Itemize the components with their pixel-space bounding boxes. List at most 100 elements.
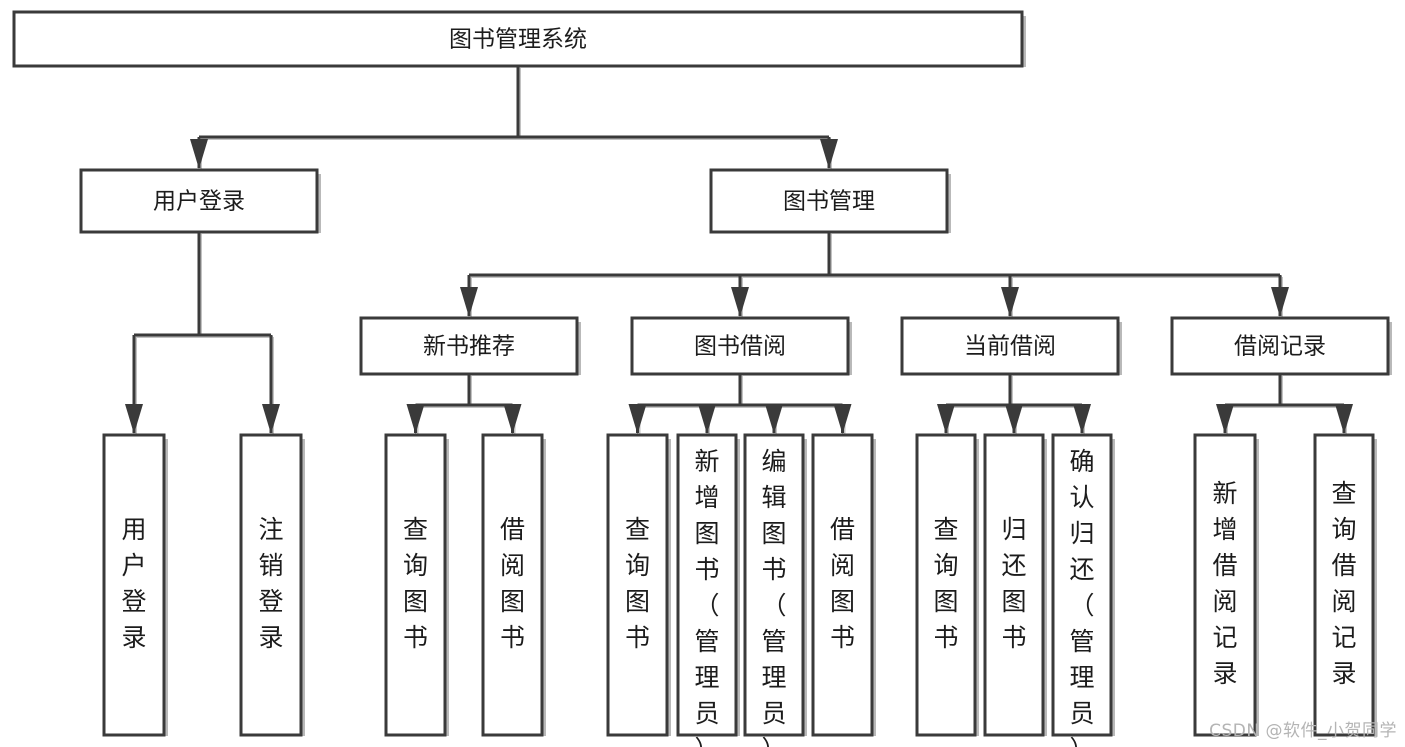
node-leaf-query-record-char: 阅 [1331,587,1356,616]
node-leaf-edit-book-char: 图 [761,519,786,548]
node-leaf-confirm-return-char: ） [1069,735,1094,747]
node-leaf-user-login-char: 用 [121,515,146,544]
node-leaf-query-record-char: 询 [1331,515,1356,544]
node-user-login-label: 用户登录 [153,189,245,215]
node-leaf-borrow-book-1-char: 书 [500,623,525,652]
node-current-borrow[interactable]: 当前借阅 [900,316,1120,376]
node-leaf-add-record-char: 阅 [1212,587,1237,616]
node-leaf-query-book-3-char: 书 [933,623,958,652]
node-leaf-add-book-char: ） [694,735,719,747]
node-book-manage-label: 图书管理 [783,189,875,215]
node-leaf-add-book-char: 员 [694,699,719,728]
node-leaf-add-book-char: 管 [694,627,719,656]
node-leaf-confirm-return-char: 理 [1069,663,1094,692]
node-leaf-add-book-char: 增 [694,483,719,512]
node-leaf-edit-book-char: ） [761,735,786,747]
node-leaf-query-book-2-char: 查 [625,515,650,544]
node-leaf-query-book-1-char: 书 [403,623,428,652]
node-leaf-edit-book-char: （ [761,591,786,620]
node-leaf-borrow-book-2-char: 阅 [830,551,855,580]
node-new-book-rec[interactable]: 新书推荐 [359,316,579,376]
node-leaf-add-record-char: 录 [1212,659,1237,688]
node-leaf-query-book-1-char: 询 [403,551,428,580]
edges-layer [18,16,1392,736]
node-leaf-confirm-return-char: 员 [1069,699,1094,728]
node-leaf-confirm-return-char: 归 [1069,519,1094,548]
node-leaf-edit-book-char: 员 [761,699,786,728]
node-leaf-query-book-1-char: 图 [403,587,428,616]
node-leaf-user-login-char: 户 [121,551,146,580]
node-book-borrow-label: 图书借阅 [694,334,786,360]
node-leaf-confirm-return-char: 还 [1069,555,1094,584]
node-leaf-return-book-char: 归 [1001,515,1026,544]
node-leaf-query-book-1-char: 查 [403,515,428,544]
node-leaf-query-book-2-char: 询 [625,551,650,580]
node-leaf-confirm-return-char: 确 [1069,447,1094,476]
node-leaf-add-book-char: 书 [694,555,719,584]
node-leaf-confirm-return-char: （ [1069,591,1094,620]
node-leaf-return-book-char: 还 [1001,551,1026,580]
nodes-layer: 图书管理系统用户登录图书管理新书推荐图书借阅当前借阅借阅记录用户登录注销登录查询… [12,10,1390,747]
node-leaf-borrow-book-2-char: 图 [830,587,855,616]
node-leaf-edit-book-char: 理 [761,663,786,692]
node-leaf-query-record-char: 记 [1331,623,1356,652]
node-leaf-logout-char: 登 [258,587,283,616]
node-current-borrow-label: 当前借阅 [964,334,1056,360]
node-leaf-logout-char: 录 [258,623,283,652]
node-leaf-query-record-char: 录 [1331,659,1356,688]
node-leaf-add-book-char: （ [694,591,719,620]
node-root-system-label: 图书管理系统 [449,27,587,53]
node-book-borrow[interactable]: 图书借阅 [630,316,850,376]
node-leaf-edit-book-char: 编 [761,447,786,476]
node-leaf-add-record-char: 借 [1212,551,1237,580]
node-leaf-query-book-3-char: 询 [933,551,958,580]
node-user-login[interactable]: 用户登录 [79,168,319,234]
node-leaf-user-login[interactable]: 用户登录 [102,433,166,737]
node-leaf-user-login-char: 录 [121,623,146,652]
node-leaf-add-book-char: 新 [694,447,719,476]
node-leaf-edit-book-char: 书 [761,555,786,584]
node-leaf-query-book-3-char: 图 [933,587,958,616]
node-leaf-add-book-char: 理 [694,663,719,692]
node-leaf-borrow-book-2-char: 书 [830,623,855,652]
node-leaf-add-record-char: 记 [1212,623,1237,652]
node-leaf-query-book-2-char: 书 [625,623,650,652]
node-leaf-confirm-return-char: 管 [1069,627,1094,656]
node-leaf-add-record-char: 新 [1212,479,1237,508]
node-leaf-query-record-char: 查 [1331,479,1356,508]
node-leaf-confirm-return-char: 认 [1069,483,1094,512]
node-book-manage[interactable]: 图书管理 [709,168,949,234]
node-leaf-borrow-book-1-char: 图 [500,587,525,616]
node-leaf-query-book-2-char: 图 [625,587,650,616]
node-leaf-add-book-char: 图 [694,519,719,548]
node-leaf-query-record-char: 借 [1331,551,1356,580]
node-leaf-edit-book-char: 管 [761,627,786,656]
node-leaf-return-book-char: 书 [1001,623,1026,652]
node-borrow-record[interactable]: 借阅记录 [1170,316,1390,376]
node-borrow-record-label: 借阅记录 [1234,334,1326,360]
node-leaf-edit-book-char: 辑 [761,483,786,512]
node-leaf-borrow-book-2-char: 借 [830,515,855,544]
node-leaf-add-record-char: 增 [1212,515,1237,544]
node-leaf-borrow-book-1-char: 阅 [500,551,525,580]
node-leaf-logout-char: 销 [258,551,283,580]
node-leaf-borrow-book-1-char: 借 [500,515,525,544]
node-root-system[interactable]: 图书管理系统 [12,10,1024,68]
node-leaf-user-login-char: 登 [121,587,146,616]
node-leaf-logout-char: 注 [258,515,283,544]
node-new-book-rec-label: 新书推荐 [423,334,515,360]
